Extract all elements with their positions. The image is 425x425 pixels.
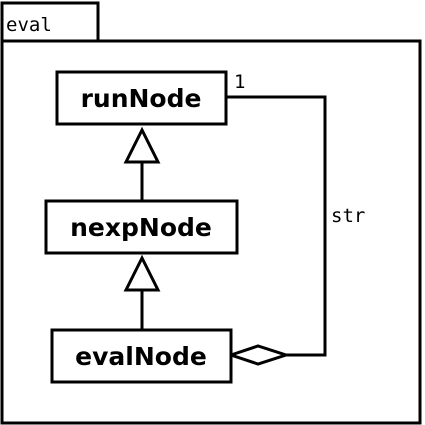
class-name-nexp: nexpNode xyxy=(70,213,212,242)
association-multiplicity: 1 xyxy=(234,71,245,93)
class-box-run xyxy=(55,70,228,126)
class-box-nexp xyxy=(44,199,239,255)
package-name: eval xyxy=(6,14,52,36)
class-box-eval xyxy=(50,328,233,384)
aggregation-line xyxy=(226,95,327,357)
generalization-arrowhead-run xyxy=(123,126,161,164)
class-name-run: runNode xyxy=(81,84,202,113)
generalization-arrowhead-nexp xyxy=(123,254,161,292)
association-role: str xyxy=(331,205,365,227)
package-body xyxy=(0,39,422,425)
class-name-eval: evalNode xyxy=(75,342,207,371)
aggregation-diamond xyxy=(226,344,291,366)
